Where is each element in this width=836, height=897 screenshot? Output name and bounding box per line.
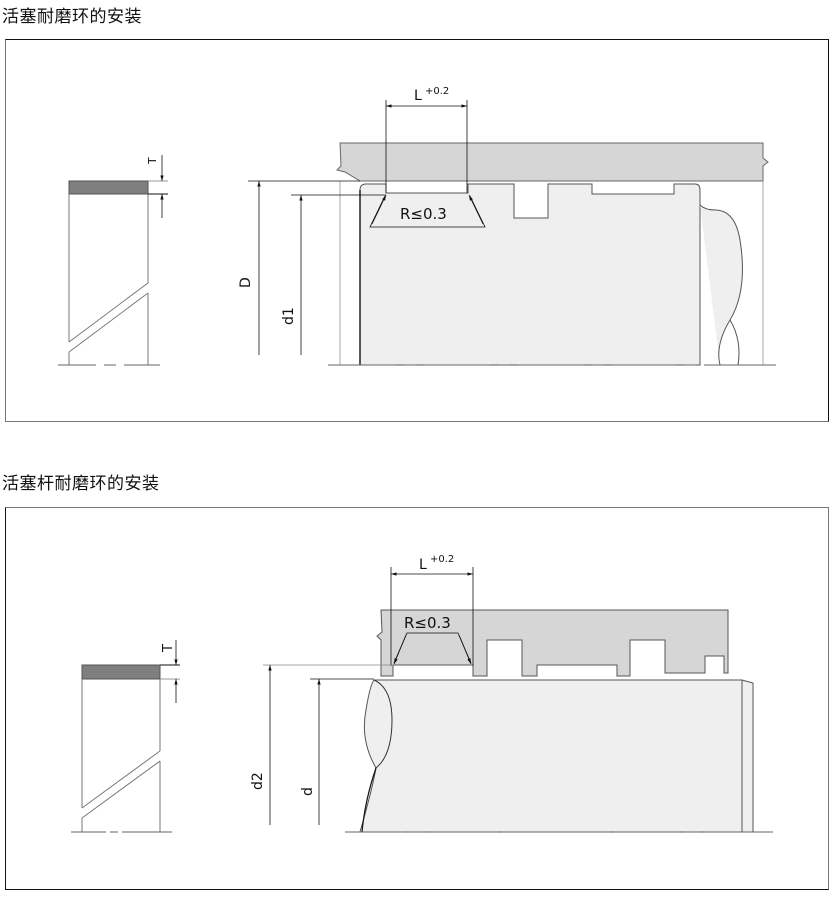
label-d2: d2: [250, 772, 266, 790]
rod-dimensions: L +0.2 R≤0.3 d2 d: [250, 554, 474, 825]
label-D: D: [238, 277, 254, 288]
piston-assembly: [328, 142, 776, 366]
rod-diagram-frame: [5, 507, 829, 890]
label-L: L: [419, 557, 427, 573]
label-d1: d1: [281, 307, 297, 325]
rod-assembly: [345, 609, 773, 833]
piston-wear-ring-profile: T: [58, 155, 168, 366]
section-title-rod: 活塞杆耐磨环的安装: [2, 474, 160, 494]
section-title-piston: 活塞耐磨环的安装: [2, 7, 142, 27]
label-T: T: [161, 644, 176, 653]
label-L-tolerance: +0.2: [430, 554, 454, 565]
label-radius: R≤0.3: [400, 205, 447, 223]
label-T: T: [146, 157, 159, 165]
label-L-tolerance: +0.2: [425, 86, 449, 97]
label-radius: R≤0.3: [404, 614, 451, 632]
label-L: L: [414, 88, 422, 104]
label-d: d: [300, 787, 316, 796]
rod-wear-ring-profile: T: [71, 640, 180, 833]
piston-diagram-frame: [5, 39, 829, 422]
piston-dimensions: L +0.2 R≤0.3 D d1: [238, 86, 486, 355]
